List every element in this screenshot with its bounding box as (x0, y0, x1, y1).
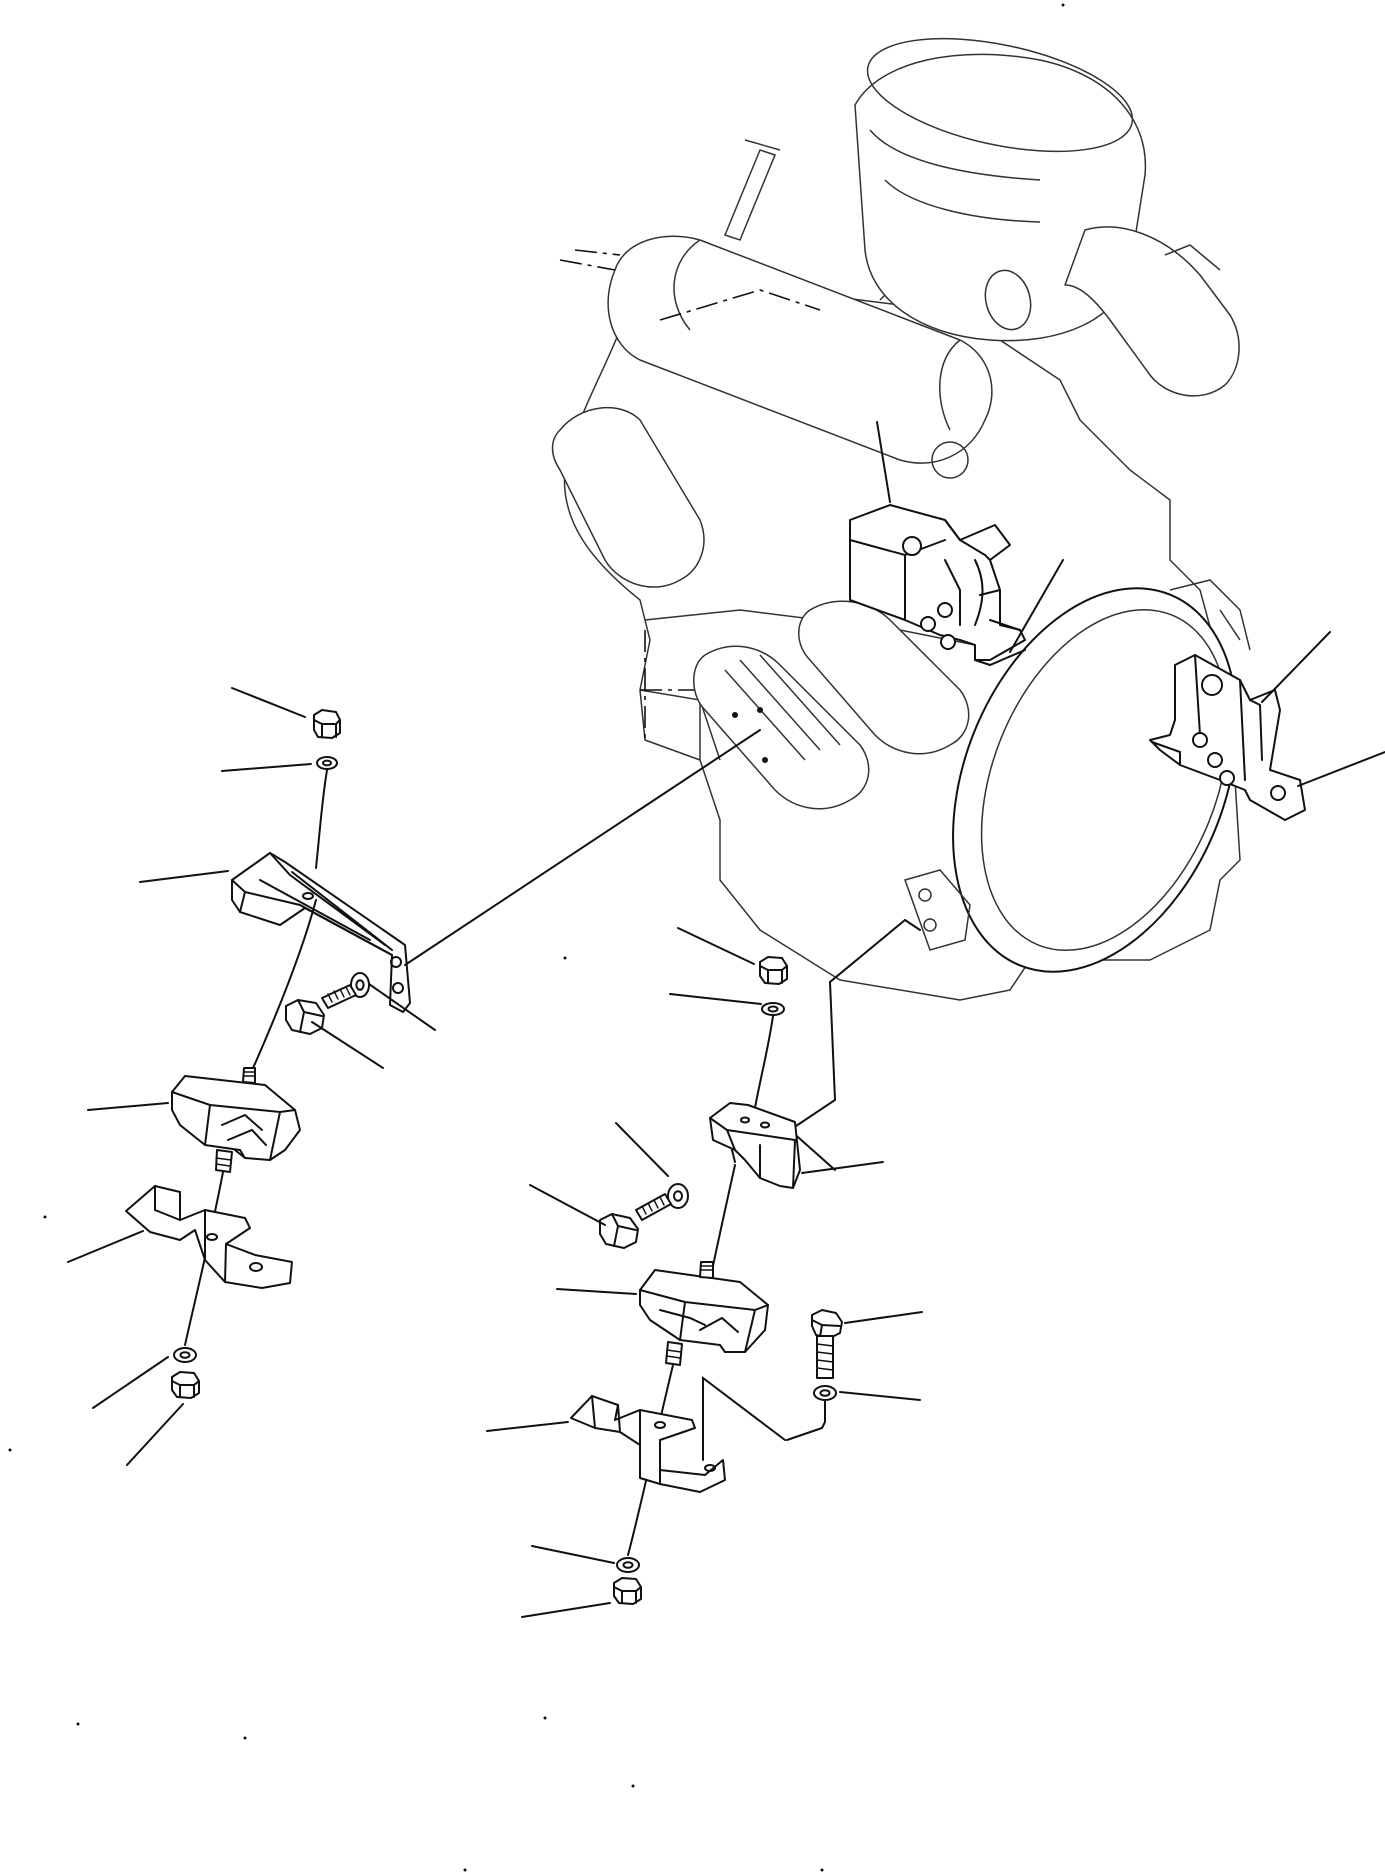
center-base-bracket (570, 1395, 726, 1493)
leader-line (677, 927, 755, 965)
engine-mount-bracket-front (849, 504, 1026, 667)
leader-line (669, 993, 762, 1005)
flywheel-housing (904, 579, 1251, 973)
leader-line (801, 1161, 884, 1174)
leader-line (1297, 751, 1385, 787)
leader-line (839, 1391, 921, 1401)
bolt (811, 1309, 843, 1379)
center-bracket (709, 1102, 801, 1189)
center-rubber-mount (639, 1261, 769, 1366)
leader-lines (67, 421, 1385, 1618)
leader-line (231, 687, 306, 718)
left-bracket (231, 852, 411, 1013)
washer (813, 1385, 837, 1401)
leader-line (1009, 559, 1064, 653)
scan-specks (8, 3, 1065, 1872)
leader-line (844, 1311, 923, 1324)
center-mount-stack (570, 919, 921, 1605)
washer (667, 1183, 689, 1209)
washer (173, 1347, 197, 1363)
nut (171, 1371, 200, 1399)
washer (761, 1002, 785, 1016)
leader-line (368, 983, 436, 1031)
left-base-bracket (125, 1185, 293, 1289)
washer (616, 1557, 640, 1573)
leader-line (67, 1230, 144, 1263)
leader-line (876, 421, 891, 503)
left-mount-stack (125, 709, 761, 1399)
leader-line (1261, 631, 1331, 703)
leader-line (126, 1403, 184, 1466)
leader-line (615, 1122, 669, 1177)
leader-line (529, 1184, 606, 1226)
leader-line (531, 1545, 615, 1564)
leader-line (139, 870, 229, 883)
leader-line (87, 1102, 169, 1111)
leader-line (486, 1421, 569, 1432)
bolt (599, 1193, 672, 1249)
leader-line (556, 1288, 637, 1295)
air-cleaner (854, 37, 1240, 397)
leader-line (92, 1356, 169, 1409)
bolt (285, 984, 357, 1035)
washer (316, 756, 338, 770)
nut (613, 1577, 642, 1605)
nut (759, 956, 788, 985)
leader-line (221, 763, 312, 772)
leader-line (311, 1021, 384, 1069)
left-rubber-mount (171, 1067, 301, 1173)
nut (313, 709, 341, 739)
leader-line (521, 1602, 611, 1618)
